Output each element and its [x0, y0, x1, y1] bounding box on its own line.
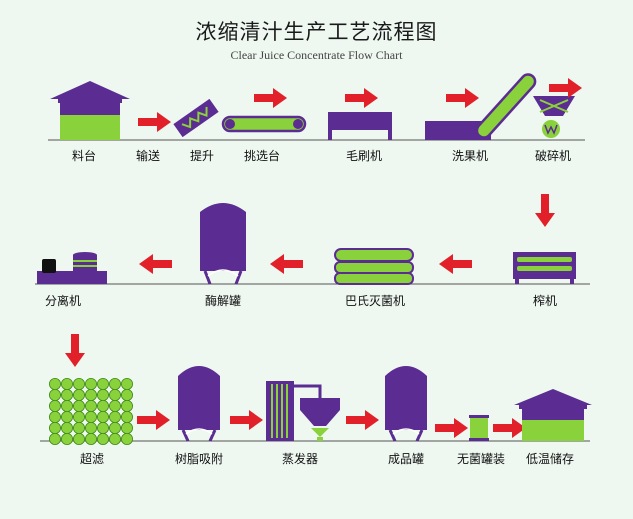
flow-arrow [493, 418, 526, 438]
filter-ball [121, 421, 134, 434]
flow-arrow [254, 88, 287, 108]
filter-ball [109, 388, 122, 401]
step-label: 毛刷机 [346, 149, 382, 163]
filter-ball [85, 432, 98, 445]
flow-arrow [346, 410, 379, 430]
flow-arrow [439, 254, 472, 274]
product-tank-icon [385, 366, 427, 442]
step-label: 低温储存 [526, 451, 574, 466]
shed-icon [50, 81, 130, 140]
step-label: 无菌罐装 [457, 452, 505, 466]
filter-ball [109, 432, 122, 445]
filter-ball [97, 421, 110, 434]
filter-ball [121, 388, 134, 401]
flow-arrow [535, 194, 555, 227]
evaporator-icon [266, 381, 340, 441]
filter-ball [49, 388, 62, 401]
flow-arrow [137, 410, 170, 430]
enzyme-tank-icon [200, 203, 246, 285]
step-label: 榨机 [533, 293, 557, 308]
flow-arrow [345, 88, 378, 108]
filter-ball [109, 421, 122, 434]
filter-ball [97, 399, 110, 412]
step-label: 成品罐 [388, 452, 424, 466]
step-label: 巴氏灭菌机 [345, 294, 405, 308]
filter-ball [97, 432, 110, 445]
step-label: 蒸发器 [282, 451, 318, 466]
brush-machine-icon [328, 112, 392, 140]
elevator-icon [173, 98, 219, 138]
filter-ball [49, 399, 62, 412]
filter-ball [85, 421, 98, 434]
fruit-washer-icon [425, 73, 537, 140]
filter-ball [97, 388, 110, 401]
filter-ball [85, 410, 98, 423]
filter-ball [121, 410, 134, 423]
filter-ball [61, 410, 74, 423]
filter-ball [73, 421, 86, 434]
filter-ball [73, 388, 86, 401]
step-label: 料台 [72, 148, 96, 163]
filter-ball [49, 421, 62, 434]
page-title: 浓缩清汁生产工艺流程图 [195, 20, 438, 44]
flow-arrow [138, 112, 171, 132]
filter-ball [121, 399, 134, 412]
filter-ball [49, 432, 62, 445]
flow-arrow [230, 410, 263, 430]
step-label: 超滤 [80, 451, 104, 466]
step-label: 酶解罐 [205, 293, 241, 308]
step-label: 输送 [136, 148, 160, 163]
filter-ball [109, 410, 122, 423]
ultrafilter-icon [49, 377, 134, 445]
step-label: 洗果机 [452, 149, 488, 163]
filter-ball [61, 421, 74, 434]
flow-arrow [65, 334, 85, 367]
step-label: 挑选台 [244, 148, 280, 163]
filter-ball [121, 432, 134, 445]
step-label: 分离机 [45, 293, 81, 308]
sorting-conveyor-icon [221, 115, 307, 133]
cold-storage-icon [514, 389, 592, 441]
flow-arrow [435, 418, 468, 438]
flow-arrow [549, 78, 582, 98]
filter-ball [49, 410, 62, 423]
flow-arrow [139, 254, 172, 274]
step-label: 树脂吸附 [175, 451, 223, 466]
filter-ball [61, 377, 74, 390]
step-label: 破碎机 [535, 148, 571, 163]
filter-ball [61, 399, 74, 412]
filter-ball [109, 399, 122, 412]
filter-ball [97, 410, 110, 423]
filter-ball [73, 410, 86, 423]
filter-ball [49, 377, 62, 390]
filter-ball [73, 432, 86, 445]
filter-ball [121, 377, 134, 390]
separator-icon [37, 252, 107, 284]
resin-tank-icon [178, 366, 220, 442]
page-subtitle: Clear Juice Concentrate Flow Chart [230, 48, 403, 62]
filter-ball [73, 377, 86, 390]
filter-ball [61, 432, 74, 445]
filter-ball [85, 399, 98, 412]
filter-ball [85, 388, 98, 401]
step-label: 提升 [190, 148, 214, 163]
crusher-icon [533, 96, 575, 138]
flow-arrow [270, 254, 303, 274]
pasteurizer-icon [334, 248, 414, 285]
press-icon [513, 252, 576, 284]
filter-ball [73, 399, 86, 412]
flow-arrow [446, 88, 479, 108]
aseptic-can-icon [469, 415, 489, 441]
filter-ball [85, 377, 98, 390]
filter-ball [109, 377, 122, 390]
filter-ball [61, 388, 74, 401]
filter-ball [97, 377, 110, 390]
